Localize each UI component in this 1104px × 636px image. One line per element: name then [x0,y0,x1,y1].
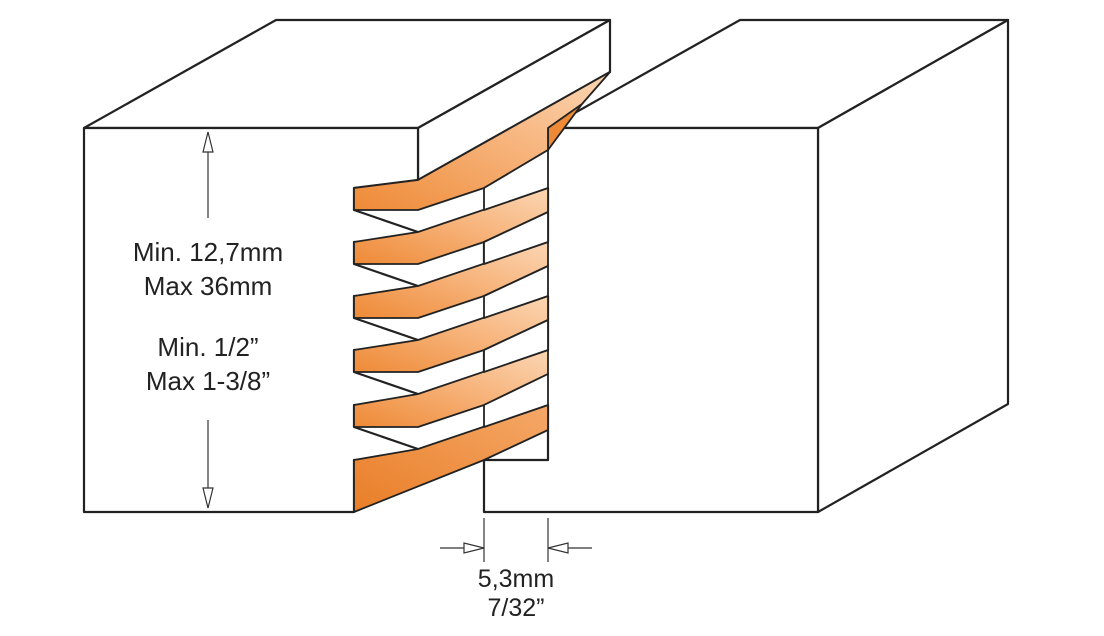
height-arrow-up-icon [202,131,214,153]
gap-arrow-left-icon [547,542,569,554]
tongue-end-5 [483,373,549,428]
height-imperial-max: Max 1-3/8” [146,366,270,396]
tongue-6 [353,404,549,513]
tongue-end-3 [483,265,549,319]
tongue-1 [353,71,611,211]
gap-dimension: 5,3mm 7/32” [440,518,592,622]
height-metric-min: Min. 12,7mm [133,237,283,267]
height-dimension: Min. 12,7mm Max 36mm Min. 1/2” Max 1-3/8… [133,131,283,509]
tongue-end-1 [483,149,549,211]
right-block [482,18,1010,514]
gap-metric: 5,3mm [478,565,554,593]
tongue-end-2 [483,211,549,265]
gap-imperial: 7/32” [488,594,545,622]
gap-arrow-right-icon [463,542,485,554]
height-arrow-down-icon [202,487,214,509]
height-metric-max: Max 36mm [144,271,273,301]
height-imperial-min: Min. 1/2” [157,332,258,362]
tongue-end-4 [483,319,549,373]
finger-tongues [353,71,611,513]
